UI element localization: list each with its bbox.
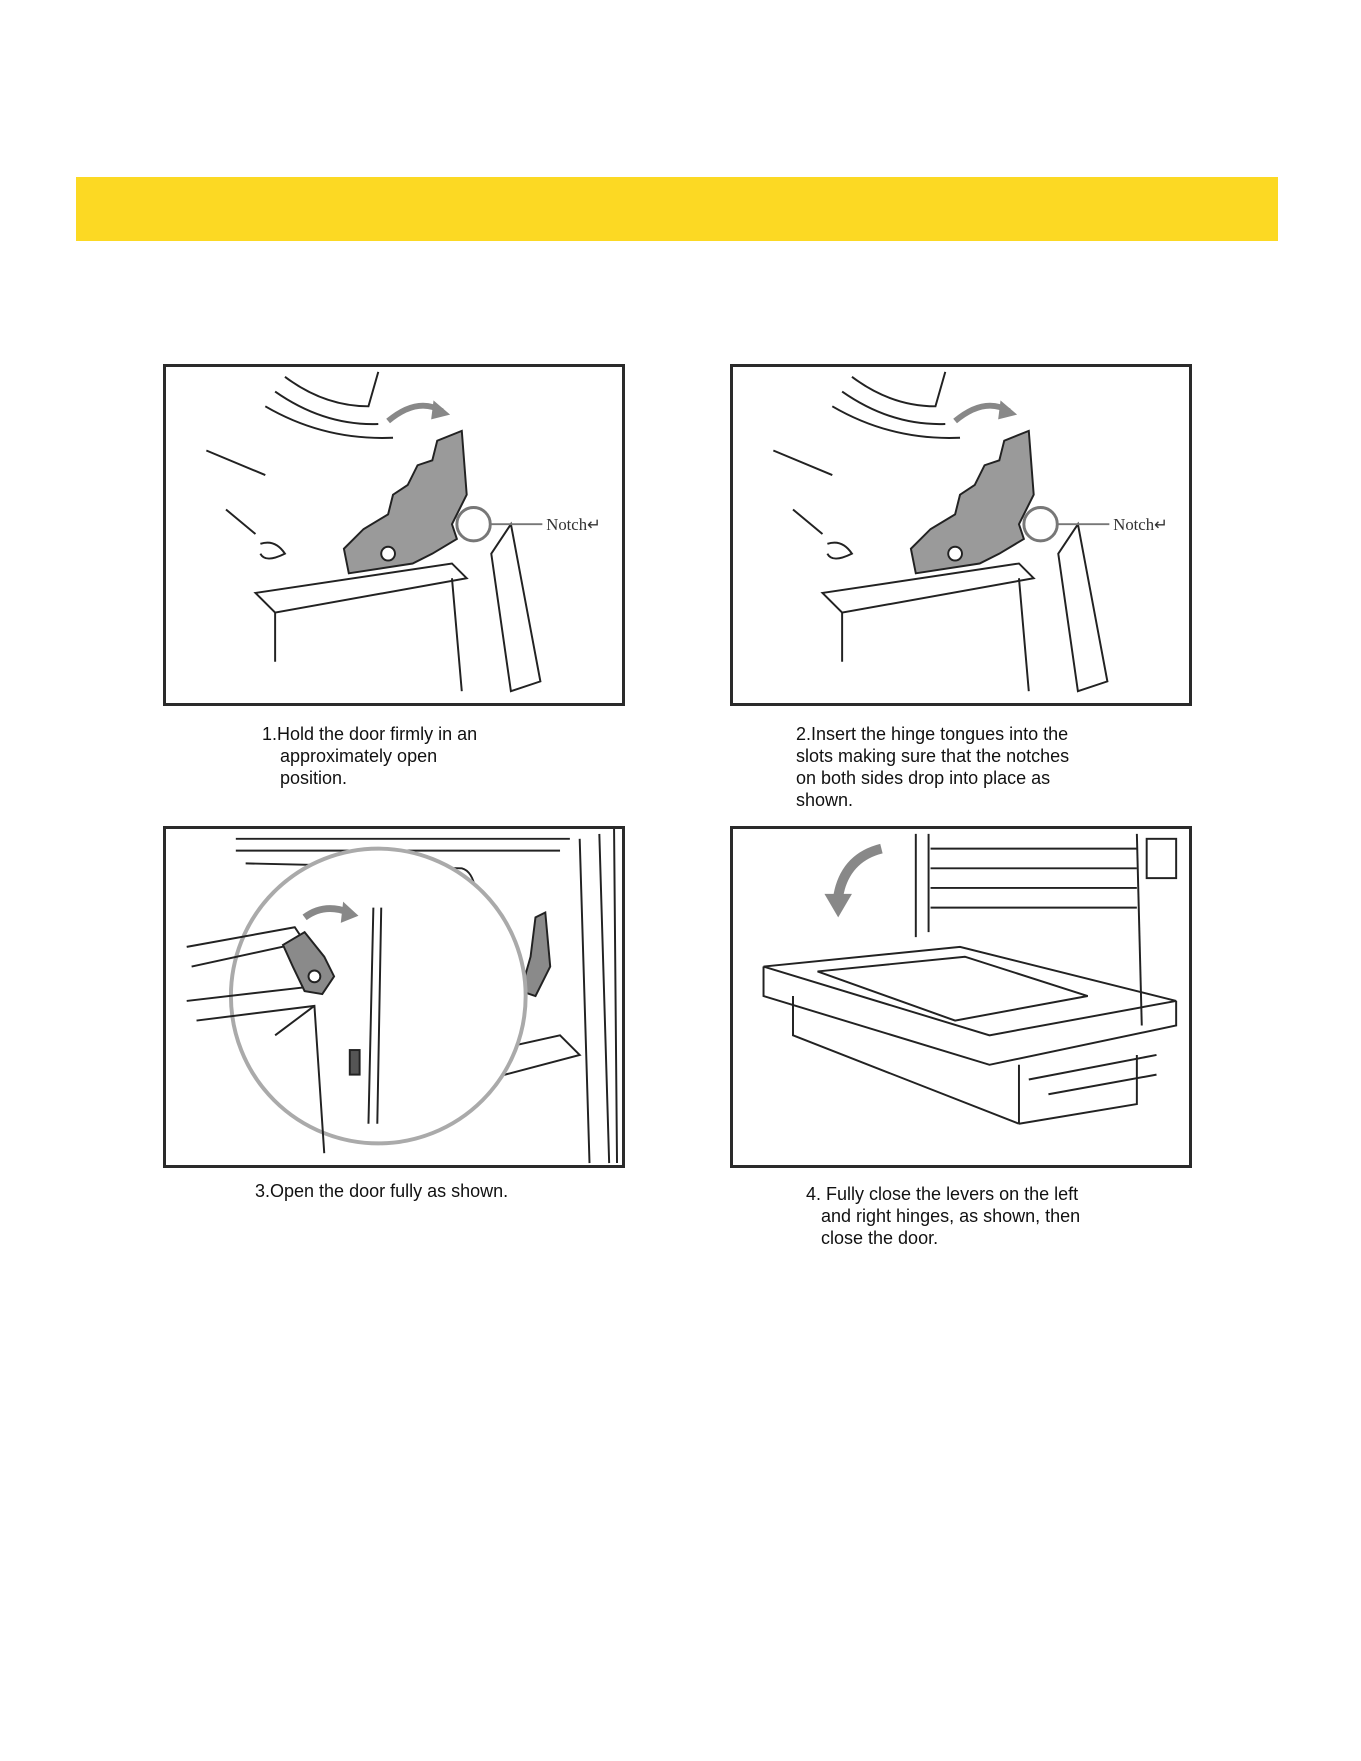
caption-line: 4. Fully close the levers on the left bbox=[806, 1184, 1079, 1204]
caption-line: 2.Insert the hinge tongues into the bbox=[796, 724, 1069, 744]
step-4-illustration bbox=[730, 826, 1192, 1168]
caption-line: 3.Open the door fully as shown. bbox=[255, 1181, 509, 1201]
hinge-notch-drawing: Notch↵ bbox=[772, 371, 1168, 693]
step-2-illustration: Notch↵ bbox=[730, 364, 1192, 706]
step-3-caption: 3.Open the door fully as shown. bbox=[255, 1180, 508, 1202]
step-1-illustration: Notch↵ bbox=[163, 364, 625, 706]
hinge-notch-drawing: Notch↵ bbox=[205, 371, 601, 693]
caption-line: and right hinges, as shown, then bbox=[821, 1206, 1081, 1226]
caption-line: position. bbox=[280, 768, 348, 788]
notch-callout-label: Notch↵ bbox=[1113, 515, 1168, 534]
notch-callout-label: Notch↵ bbox=[546, 515, 601, 534]
caption-line: on both sides drop into place as bbox=[796, 768, 1051, 788]
caption-line: slots making sure that the notches bbox=[796, 746, 1070, 766]
caption-line: approximately open bbox=[280, 746, 438, 766]
door-fully-open-drawing bbox=[762, 833, 1178, 1125]
step-2-caption: 2.Insert the hinge tongues into the slot… bbox=[796, 723, 1069, 811]
door-open-hinge-zoom-drawing bbox=[186, 829, 618, 1164]
step-3-illustration bbox=[163, 826, 625, 1168]
caption-line: shown. bbox=[796, 790, 854, 810]
caption-line: close the door. bbox=[821, 1228, 939, 1248]
section-header-banner bbox=[76, 177, 1278, 241]
step-1-caption: 1.Hold the door firmly in an approximate… bbox=[262, 723, 477, 789]
caption-line: 1.Hold the door firmly in an bbox=[262, 724, 478, 744]
step-4-caption: 4. Fully close the levers on the left an… bbox=[806, 1183, 1080, 1249]
